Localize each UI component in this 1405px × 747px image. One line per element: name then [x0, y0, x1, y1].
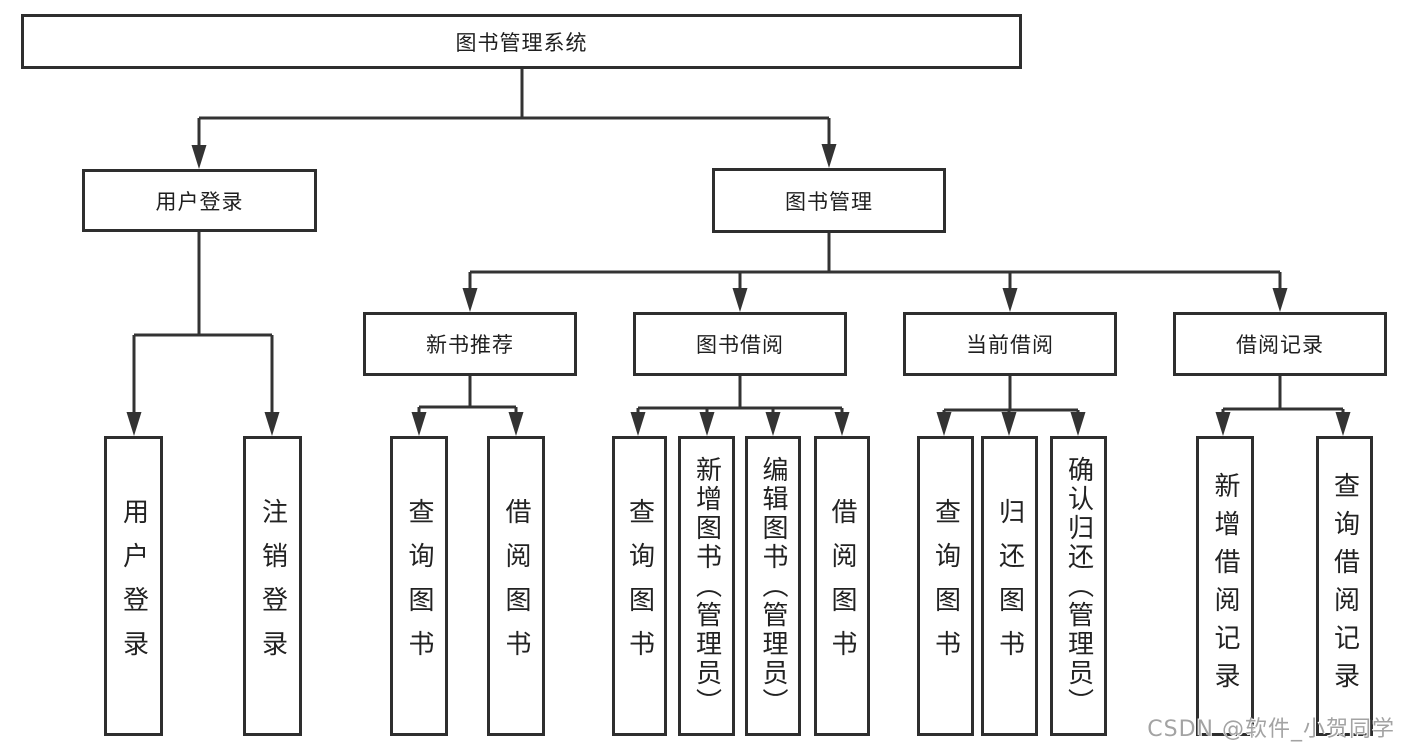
leaf-query-books-borrow: 查询图书 [612, 436, 667, 736]
node-label: 图书管理系统 [455, 30, 588, 55]
arrowhead-icon [732, 288, 748, 312]
arrowhead-icon [126, 412, 142, 436]
arrowhead-icon [1215, 412, 1231, 436]
node-label: 图书借阅 [696, 333, 784, 357]
node-current-borrow: 当前借阅 [903, 312, 1117, 376]
node-label: 借阅图书 [501, 498, 531, 674]
connector-book-mgmt-to-level3 [468, 233, 1282, 290]
arrowhead-icon [1001, 412, 1017, 436]
connector-borrow-record-to-leaves [1221, 376, 1345, 414]
leaf-confirm-return-admin: 确认归还（管理员） [1050, 436, 1107, 736]
arrowhead-icon [462, 288, 478, 312]
node-label: 查询借阅记录 [1329, 472, 1360, 700]
arrowhead-icon [411, 412, 427, 436]
leaf-add-borrow-record: 新增借阅记录 [1196, 436, 1254, 736]
node-label: 用户登录 [155, 189, 244, 214]
leaf-borrow-books: 借阅图书 [814, 436, 870, 736]
node-label: 新增借阅记录 [1210, 472, 1240, 700]
leaf-edit-books-admin: 编辑图书（管理员） [745, 436, 801, 736]
arrowhead-icon [834, 412, 850, 436]
node-label: 新书推荐 [426, 333, 514, 357]
node-user-login: 用户登录 [82, 169, 317, 232]
node-label: 编辑图书（管理员） [758, 455, 788, 717]
arrowhead-icon [699, 412, 715, 436]
arrowhead-icon [1002, 288, 1018, 312]
connector-book-borrow-to-leaves [636, 376, 844, 414]
node-label: 归还图书 [994, 498, 1025, 674]
node-label: 借阅记录 [1236, 333, 1324, 357]
node-library-system: 图书管理系统 [21, 14, 1022, 69]
node-label: 查询图书 [624, 498, 655, 674]
leaf-query-borrow-record: 查询借阅记录 [1316, 436, 1373, 736]
arrowhead-icon [821, 144, 837, 168]
connector-root-to-level2 [197, 69, 831, 146]
arrowhead-icon [508, 412, 524, 436]
arrowhead-icon [1070, 412, 1086, 436]
node-label: 确认归还（管理员） [1063, 455, 1094, 717]
arrowhead-icon [1335, 412, 1351, 436]
connector-user-login-to-leaves [132, 232, 274, 414]
leaf-query-books-current: 查询图书 [917, 436, 974, 736]
arrowhead-icon [936, 412, 952, 436]
node-label: 查询图书 [404, 498, 434, 674]
node-label: 查询图书 [930, 498, 961, 674]
node-label: 注销登录 [257, 498, 288, 674]
node-book-borrow: 图书借阅 [633, 312, 847, 376]
node-borrow-record: 借阅记录 [1173, 312, 1387, 376]
arrowhead-icon [765, 412, 781, 436]
node-label: 图书管理 [785, 189, 873, 214]
node-label: 新增图书（管理员） [691, 455, 722, 717]
node-new-book-recommend: 新书推荐 [363, 312, 577, 376]
node-label: 当前借阅 [966, 333, 1054, 357]
node-label: 用户登录 [118, 498, 149, 674]
leaf-logout: 注销登录 [243, 436, 302, 736]
leaf-add-books-admin: 新增图书（管理员） [678, 436, 735, 736]
arrowhead-icon [1272, 288, 1288, 312]
node-label: 借阅图书 [827, 498, 857, 674]
arrowhead-icon [191, 145, 207, 169]
connector-current-borrow-to-leaves [942, 376, 1080, 414]
leaf-return-books: 归还图书 [981, 436, 1038, 736]
leaf-query-books-recommend: 查询图书 [390, 436, 448, 736]
leaf-borrow-books-recommend: 借阅图书 [487, 436, 545, 736]
node-book-management: 图书管理 [712, 168, 946, 233]
leaf-user-login: 用户登录 [104, 436, 163, 736]
connector-new-book-to-leaves [417, 376, 518, 414]
arrowhead-icon [630, 412, 646, 436]
arrowhead-icon [264, 412, 280, 436]
arrowheads [126, 144, 1351, 436]
